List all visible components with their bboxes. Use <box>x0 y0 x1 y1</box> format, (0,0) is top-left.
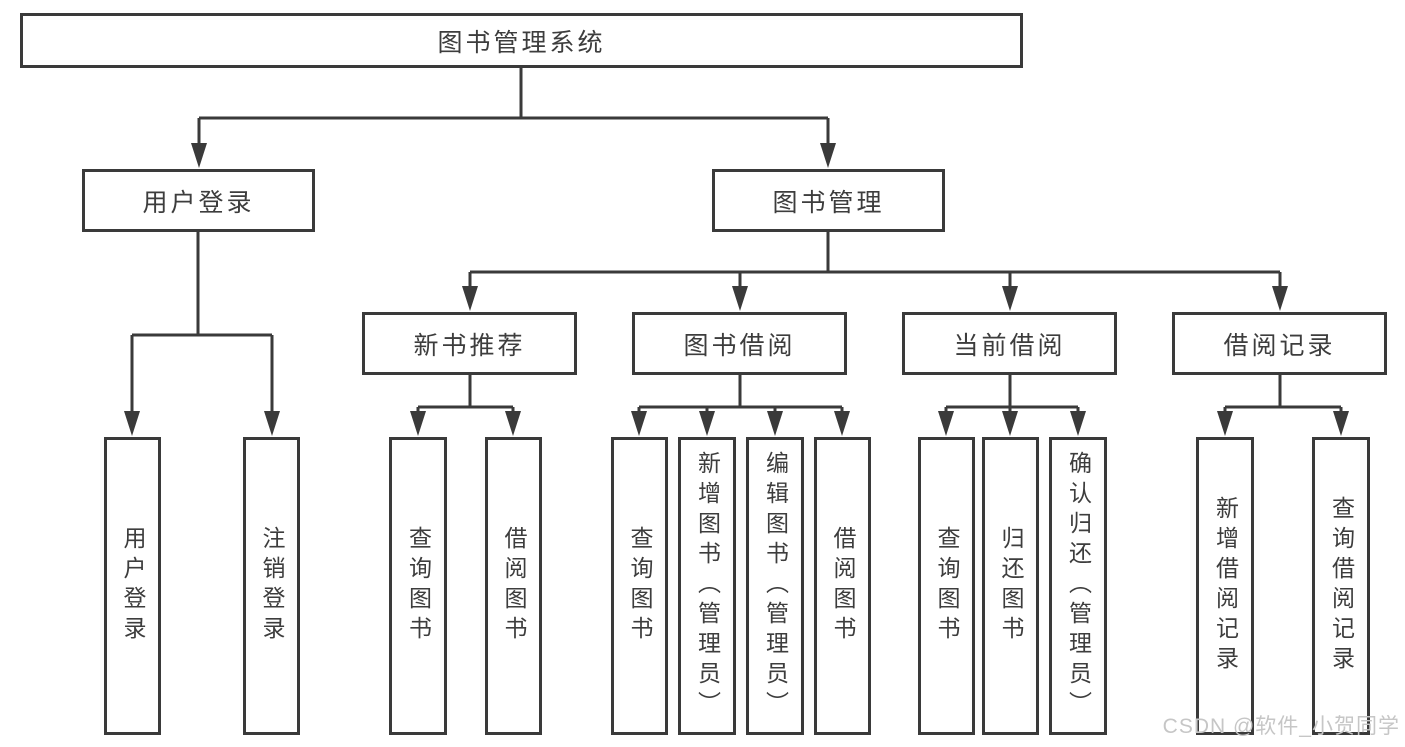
leaf-edit-books-admin: 编辑图书（管理员） <box>746 437 804 735</box>
leaf-user-login: 用户登录 <box>104 437 161 735</box>
node-library-management-system: 图书管理系统 <box>20 13 1023 68</box>
leaf-confirm-return-admin: 确认归还（管理员） <box>1049 437 1107 735</box>
leaf-borrow-books: 借阅图书 <box>814 437 871 735</box>
connector-lines <box>130 68 1343 413</box>
leaf-query-books-current: 查询图书 <box>918 437 975 735</box>
leaf-borrow-books-recommend: 借阅图书 <box>485 437 542 735</box>
leaf-return-books: 归还图书 <box>982 437 1039 735</box>
arrowheads <box>124 143 1349 436</box>
node-current-borrowing: 当前借阅 <box>902 312 1117 375</box>
node-borrowing-records: 借阅记录 <box>1172 312 1387 375</box>
csdn-watermark: CSDN @软件_小贺同学 <box>1162 715 1400 738</box>
node-user-login: 用户登录 <box>82 169 315 232</box>
node-book-borrowing: 图书借阅 <box>632 312 847 375</box>
leaf-add-borrow-record: 新增借阅记录 <box>1196 437 1254 735</box>
leaf-query-borrow-record: 查询借阅记录 <box>1312 437 1370 735</box>
leaf-query-books-recommend: 查询图书 <box>389 437 447 735</box>
leaf-add-books-admin: 新增图书（管理员） <box>678 437 736 735</box>
leaf-query-books-borrowing: 查询图书 <box>611 437 668 735</box>
leaf-logout: 注销登录 <box>243 437 300 735</box>
node-new-book-recommendation: 新书推荐 <box>362 312 577 375</box>
node-book-management: 图书管理 <box>712 169 945 232</box>
